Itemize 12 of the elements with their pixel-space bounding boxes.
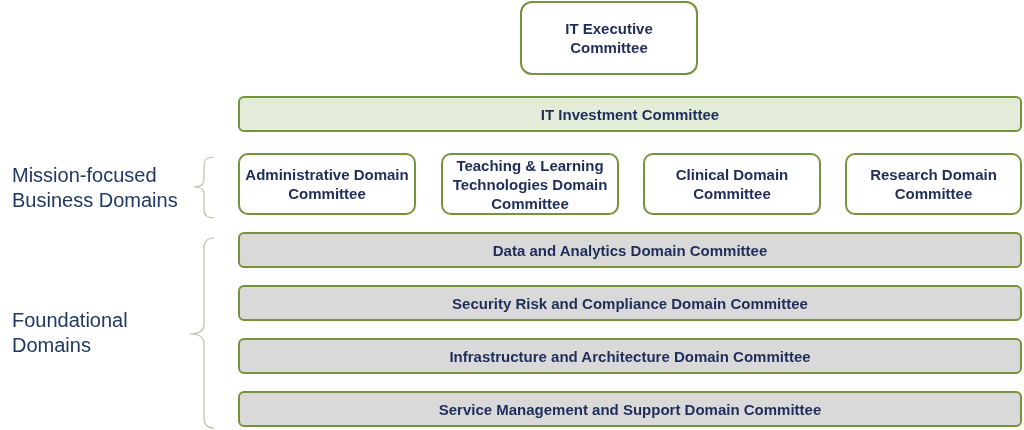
committee-box: IT Executive Committee: [520, 1, 698, 75]
committee-box: Administrative Domain Committee: [238, 153, 416, 215]
group-label: Mission-focused Business Domains: [12, 163, 179, 213]
committee-box: Teaching & Learning Technologies Domain Committee: [441, 153, 619, 215]
committee-box: Clinical Domain Committee: [643, 153, 821, 215]
committee-box: Research Domain Committee: [845, 153, 1022, 215]
group-label: Foundational Domains: [12, 308, 129, 358]
committee-box: Service Management and Support Domain Committee: [238, 391, 1022, 427]
committee-box: Security Risk and Compliance Domain Committee: [238, 285, 1022, 321]
committee-box: Infrastructure and Architecture Domain Committee: [238, 338, 1022, 374]
committee-box: IT Investment Committee: [238, 96, 1022, 132]
committee-box: Data and Analytics Domain Committee: [238, 232, 1022, 268]
